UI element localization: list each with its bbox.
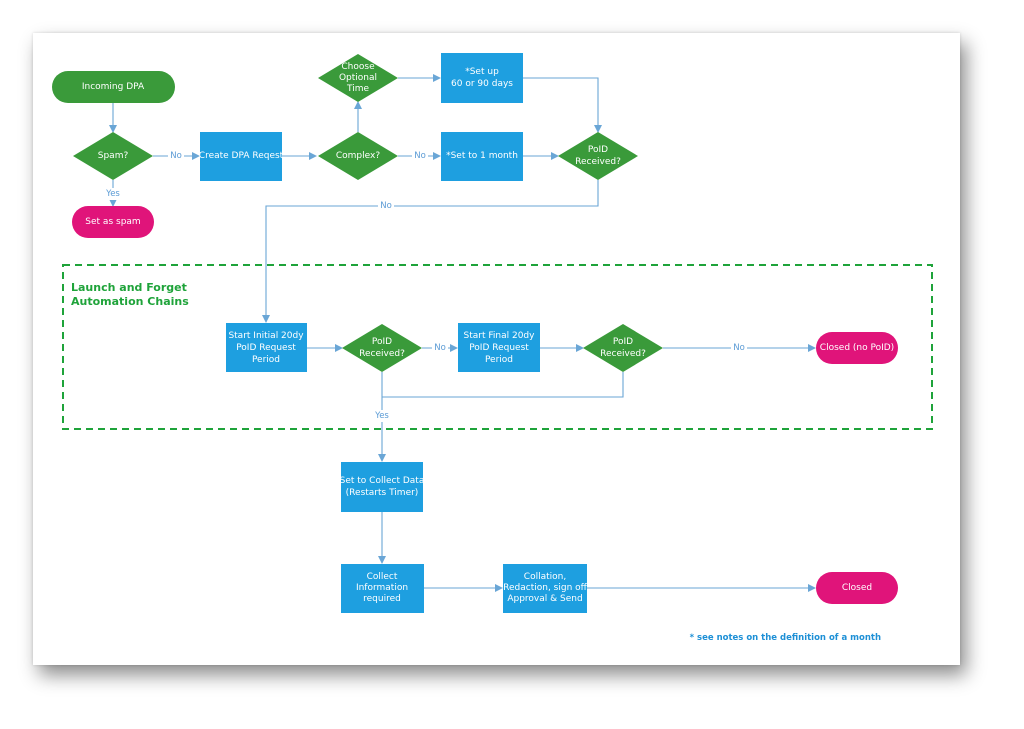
node-collation-line1: Collation,	[524, 572, 566, 582]
node-incoming-dpa: Incoming DPA	[52, 71, 175, 103]
node-collect-info-line1: Collect	[367, 572, 398, 582]
node-start-initial-line2: PoID Request	[236, 343, 296, 353]
node-collect-data-line2: (Restarts Timer)	[346, 488, 419, 498]
node-start-final-period: Start Final 20dy PoID Request Period	[458, 323, 540, 372]
node-start-final-line3: Period	[485, 355, 513, 365]
node-poid3-line2: Received?	[600, 349, 646, 359]
node-setup-line2: 60 or 90 days	[451, 79, 513, 89]
node-spam-decision: Spam?	[73, 132, 153, 180]
node-closed-no-poid: Closed (no PoID)	[816, 332, 898, 364]
node-set-to-month: *Set to 1 month	[441, 132, 523, 181]
node-choose-optional-time: Choose Optional Time	[318, 54, 398, 102]
node-month-label: *Set to 1 month	[446, 151, 518, 161]
edge-label-spam-yes: Yes	[105, 189, 120, 199]
node-poid-received-3: PoID Received?	[583, 324, 663, 372]
node-collation-line3: Approval & Send	[507, 594, 582, 604]
group-title-line1: Launch and Forget	[71, 281, 187, 294]
node-set-to-collect-data: Set to Collect Data (Restarts Timer)	[340, 462, 425, 512]
node-set-as-spam-label: Set as spam	[85, 217, 140, 227]
node-choose-line3: Time	[346, 84, 369, 94]
node-poid3-line1: PoID	[613, 337, 633, 347]
node-poid-received-1: PoID Received?	[558, 132, 638, 180]
node-collect-info-line3: required	[363, 594, 401, 604]
node-start-final-line2: PoID Request	[469, 343, 529, 353]
node-choose-line1: Choose	[341, 62, 375, 72]
node-create-dpa-request: Create DPA Reqest	[199, 132, 284, 181]
node-start-final-line1: Start Final 20dy	[464, 331, 536, 341]
connectors	[109, 74, 816, 592]
node-poid1-line1: PoID	[588, 145, 608, 155]
edge-setup-poid1	[523, 77, 602, 133]
node-start-initial-period: Start Initial 20dy PoID Request Period	[226, 323, 307, 372]
edge-label-poid3-no: No	[733, 343, 745, 353]
node-collation-line2: Redaction, sign off	[503, 583, 587, 593]
node-setup-line1: *Set up	[465, 67, 499, 77]
footnote: * see notes on the definition of a month	[690, 633, 881, 643]
node-set-as-spam: Set as spam	[72, 206, 154, 238]
edge-label-poid2-no: No	[434, 343, 446, 353]
group-title-line2: Automation Chains	[71, 295, 189, 308]
edge-poid1-startinitial	[262, 180, 599, 323]
node-start-initial-line1: Start Initial 20dy	[228, 331, 304, 341]
node-closed: Closed	[816, 572, 898, 604]
node-poid-received-2: PoID Received?	[342, 324, 422, 372]
node-closed-no-poid-label: Closed (no PoID)	[820, 343, 894, 353]
node-complex-label: Complex?	[336, 151, 380, 161]
node-set-up-days: *Set up 60 or 90 days	[441, 53, 523, 103]
edge-label-complex-no: No	[414, 151, 426, 161]
node-poid1-line2: Received?	[575, 157, 621, 167]
node-create-label: Create DPA Reqest	[199, 151, 284, 161]
node-choose-line2: Optional	[339, 73, 377, 83]
node-closed-label: Closed	[842, 583, 872, 593]
edge-label-poid-yes: Yes	[374, 411, 389, 421]
automation-group-border	[62, 264, 933, 430]
node-collect-information: Collect Information required	[341, 564, 424, 613]
node-spam-label: Spam?	[98, 151, 129, 161]
node-collation-approval: Collation, Redaction, sign off Approval …	[503, 564, 588, 613]
edge-label-poid1-no: No	[380, 201, 392, 211]
node-poid2-line2: Received?	[359, 349, 405, 359]
node-start-initial-line3: Period	[252, 355, 280, 365]
edge-label-spam-no: No	[170, 151, 182, 161]
node-collect-data-line1: Set to Collect Data	[340, 476, 425, 486]
edge-poid3-merge	[382, 372, 624, 398]
node-collect-info-line2: Information	[356, 583, 408, 593]
node-incoming-dpa-label: Incoming DPA	[82, 82, 145, 92]
node-poid2-line1: PoID	[372, 337, 392, 347]
node-complex-decision: Complex?	[318, 132, 398, 180]
